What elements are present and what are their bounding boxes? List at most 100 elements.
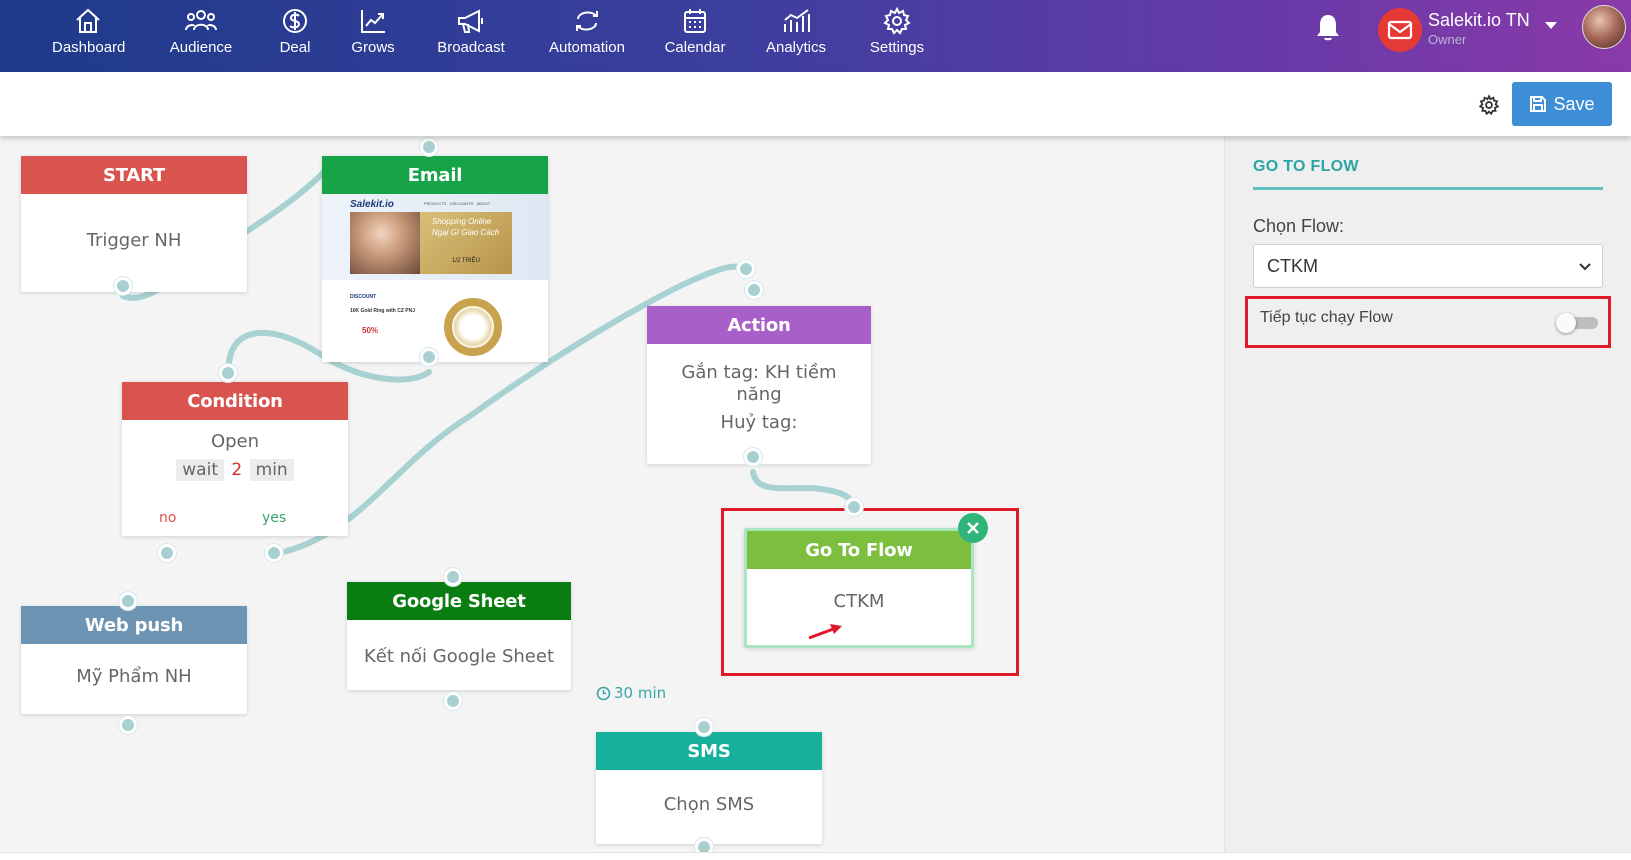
nav-label: Broadcast bbox=[437, 39, 505, 56]
email-discount-heading: DISCOUNT bbox=[350, 294, 377, 300]
condition-input-port[interactable] bbox=[219, 364, 237, 382]
highlight-box bbox=[721, 508, 1019, 676]
flow-select-label: Chọn Flow: bbox=[1253, 216, 1345, 236]
wait-label: wait bbox=[176, 459, 224, 481]
node-title: Go To Flow bbox=[747, 531, 971, 569]
start-node[interactable]: START Trigger NH bbox=[21, 156, 247, 292]
node-body: CTKM bbox=[833, 591, 885, 612]
properties-panel: GO TO FLOW Chọn Flow: CTKM Tiếp tục chạy… bbox=[1224, 136, 1631, 852]
sms-input-port[interactable] bbox=[695, 718, 713, 736]
email-output-port[interactable] bbox=[420, 348, 438, 366]
nav-broadcast[interactable]: Broadcast bbox=[436, 6, 506, 56]
account-role: Owner bbox=[1428, 32, 1467, 47]
wait-row: wait 2 min bbox=[122, 459, 348, 481]
nav-settings[interactable]: Settings bbox=[868, 6, 926, 56]
dollar-icon bbox=[283, 9, 307, 33]
home-icon bbox=[76, 8, 100, 33]
nav-label: Dashboard bbox=[52, 39, 126, 56]
condition-node[interactable]: Condition Open wait 2 min no yes bbox=[122, 382, 348, 536]
node-title: Condition bbox=[122, 382, 348, 420]
account-name: Salekit.io TN bbox=[1428, 10, 1530, 30]
email-preview: Salekit.io PRODUCTS DISCOUNTS ABOUT Shop… bbox=[322, 194, 548, 362]
node-body: Mỹ Phẩm NH bbox=[76, 666, 192, 687]
save-icon bbox=[1530, 96, 1547, 112]
webpush-input-port[interactable] bbox=[119, 592, 137, 610]
yes-branch-label: yes bbox=[262, 510, 287, 526]
trend-chart-icon bbox=[361, 10, 385, 33]
email-node[interactable]: Email Salekit.io PRODUCTS DISCOUNTS ABOU… bbox=[322, 156, 548, 362]
nav-label: Settings bbox=[869, 39, 925, 56]
nav-deal[interactable]: Deal bbox=[276, 6, 314, 56]
node-title: Action bbox=[647, 306, 871, 344]
delete-node-button[interactable] bbox=[958, 513, 988, 543]
node-title: Google Sheet bbox=[347, 582, 571, 620]
nav-label: Grows bbox=[351, 39, 395, 56]
condition-yes-port[interactable] bbox=[265, 544, 283, 562]
node-title: Web push bbox=[21, 606, 247, 644]
nav-label: Automation bbox=[549, 39, 625, 56]
analytics-icon bbox=[784, 9, 810, 32]
action-input-port[interactable] bbox=[745, 281, 763, 299]
email-hero-banner bbox=[420, 212, 512, 274]
email-input-port[interactable] bbox=[420, 138, 438, 156]
close-icon bbox=[967, 522, 979, 534]
nav-label: Calendar bbox=[664, 39, 726, 56]
action-tag-add: Gắn tag: KH tiềm năng bbox=[681, 362, 837, 405]
condition-no-port[interactable] bbox=[158, 544, 176, 562]
sms-delay-label: 30 min bbox=[614, 684, 667, 702]
google-sheet-node[interactable]: Google Sheet Kết nối Google Sheet bbox=[347, 582, 571, 690]
nav-grows[interactable]: Grows bbox=[350, 6, 396, 56]
clock-icon bbox=[596, 686, 611, 700]
nav-audience[interactable]: Audience bbox=[166, 6, 236, 56]
nav-calendar[interactable]: Calendar bbox=[663, 6, 727, 56]
gear-icon bbox=[883, 6, 911, 35]
node-title: SMS bbox=[596, 732, 822, 770]
goto-input-port[interactable] bbox=[845, 498, 863, 516]
continue-flow-row: Tiếp tục chạy Flow bbox=[1245, 296, 1611, 348]
action-output-port[interactable] bbox=[744, 448, 762, 466]
bottom-edge bbox=[0, 852, 1631, 860]
cycle-icon bbox=[576, 11, 598, 31]
megaphone-icon bbox=[458, 9, 483, 33]
nav-label: Audience bbox=[169, 39, 233, 56]
flow-select-value: CTKM bbox=[1267, 255, 1318, 276]
nav-label: Deal bbox=[279, 39, 311, 56]
start-output-port[interactable] bbox=[114, 277, 132, 295]
notifications-bell[interactable] bbox=[1313, 12, 1343, 49]
email-hero-photo bbox=[350, 212, 420, 274]
no-branch-label: no bbox=[159, 510, 177, 526]
nav-analytics[interactable]: Analytics bbox=[764, 6, 828, 56]
editor-toolbar: Save bbox=[0, 72, 1631, 136]
calendar-icon bbox=[684, 9, 706, 33]
chevron-down-icon bbox=[1579, 263, 1591, 271]
continue-flow-toggle[interactable] bbox=[1556, 313, 1600, 333]
email-percent: 50% bbox=[362, 326, 379, 335]
action-node[interactable]: Action Gắn tag: KH tiềm năng Huỷ tag: bbox=[647, 306, 871, 464]
node-title: Email bbox=[322, 156, 548, 194]
email-product-name: 10K Gold Ring with CZ PNJ bbox=[350, 308, 416, 314]
save-button[interactable]: Save bbox=[1512, 82, 1612, 126]
email-brand: Salekit.io bbox=[350, 199, 394, 210]
sms-output-port[interactable] bbox=[695, 838, 713, 852]
flow-settings-button[interactable] bbox=[1478, 94, 1500, 121]
webpush-output-port[interactable] bbox=[119, 716, 137, 734]
account-menu[interactable]: Salekit.io TN Owner bbox=[1378, 6, 1588, 54]
nav-dashboard[interactable]: Dashboard bbox=[52, 6, 126, 56]
nav-label: Analytics bbox=[765, 39, 827, 56]
flow-select[interactable]: CTKM bbox=[1253, 244, 1603, 288]
gsheet-input-port[interactable] bbox=[444, 568, 462, 586]
sms-node[interactable]: SMS Chọn SMS bbox=[596, 732, 822, 844]
flow-canvas[interactable]: START Trigger NH Email Salekit.io PRODUC… bbox=[0, 136, 1224, 852]
avatar[interactable] bbox=[1582, 5, 1626, 49]
goto-flow-node[interactable]: Go To Flow CTKM bbox=[744, 528, 974, 648]
node-title: START bbox=[21, 156, 247, 194]
mail-icon bbox=[1378, 8, 1422, 52]
email-price: 1/2 TRIỆU bbox=[452, 258, 480, 264]
action-input-anchor[interactable] bbox=[737, 260, 755, 278]
top-nav: Dashboard Audience Deal Grows Broadcast … bbox=[0, 0, 1631, 72]
toggle-knob bbox=[1556, 313, 1576, 333]
nav-automation[interactable]: Automation bbox=[548, 6, 626, 56]
users-icon bbox=[185, 10, 217, 31]
webpush-node[interactable]: Web push Mỹ Phẩm NH bbox=[21, 606, 247, 714]
gsheet-output-port[interactable] bbox=[444, 692, 462, 710]
